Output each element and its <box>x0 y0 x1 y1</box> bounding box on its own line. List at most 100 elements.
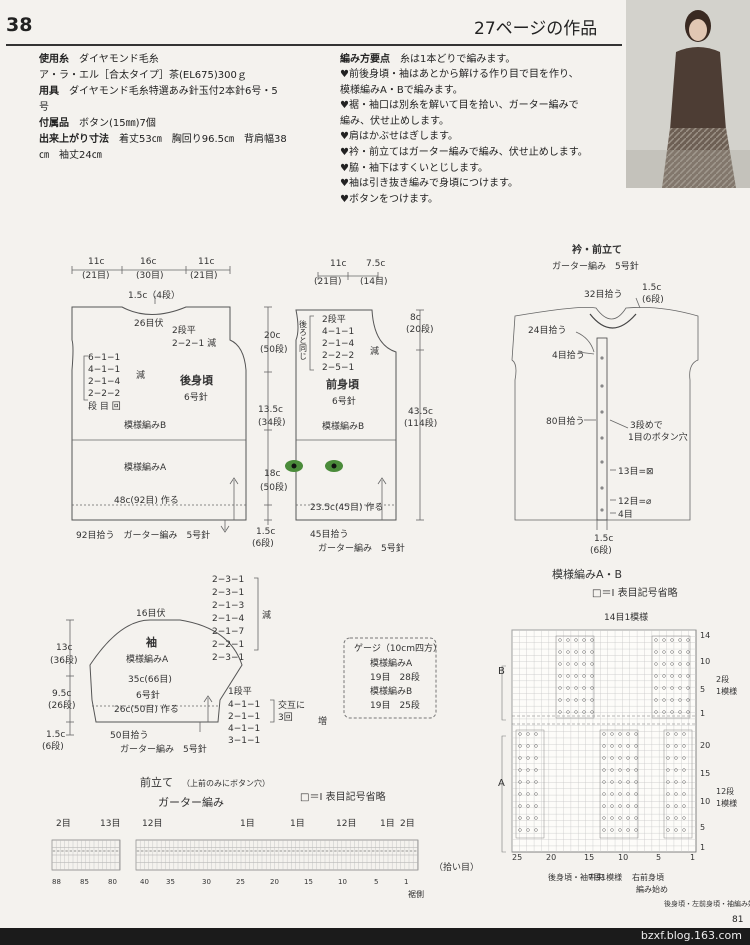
tools-detail: ダイヤモンド毛糸特選あみ針玉付2本針6号・5 <box>69 86 278 97</box>
ab-yo-mark <box>666 732 670 736</box>
front-band-num: 80 <box>108 878 117 886</box>
ab-yo-mark <box>670 662 674 666</box>
back-arm-row: 2−1−4 <box>88 377 121 387</box>
ab-yo-mark <box>582 686 586 690</box>
notions-detail: ボタン(15㎜)7個 <box>79 118 156 129</box>
collar-pick24: 24目拾う <box>528 324 566 336</box>
notions-line: 付属品 ボタン(15㎜)7個 <box>39 116 156 132</box>
pattern-chart-col-num: 5 <box>656 853 661 862</box>
front-band-r2-b: 2目 <box>400 818 415 829</box>
ab-yo-mark <box>582 638 586 642</box>
ab-yo-mark <box>670 650 674 654</box>
pattern-chart-row-num: 10 <box>700 797 710 806</box>
ab-yo-mark <box>674 816 678 820</box>
ab-yo-mark <box>558 638 562 642</box>
ab-yo-mark <box>654 662 658 666</box>
sleeve-inc-note2: 3回 <box>278 712 293 723</box>
ab-yo-mark <box>666 792 670 796</box>
front-h15r: (6段) <box>252 537 274 549</box>
ab-yo-mark <box>654 650 658 654</box>
pattern-chart-row-num: 20 <box>700 741 710 750</box>
ab-yo-mark <box>682 756 686 760</box>
size-detail-cont: ㎝ 袖丈24㎝ <box>39 150 102 161</box>
ab-yo-mark <box>582 698 586 702</box>
front-band-subtitle: ガーター編み <box>158 795 224 809</box>
back-pattern-a: 模様編みA <box>124 461 167 473</box>
sleeve-inc-note1: 交互に <box>278 699 305 711</box>
ab-yo-mark <box>518 744 522 748</box>
back-title: 後身頃 <box>180 373 214 387</box>
front-band-legend: □＝Ⅰ 表目記号省略 <box>300 790 386 803</box>
pattern-number: 38 <box>6 14 33 36</box>
ab-yo-mark <box>518 804 522 808</box>
front-neck-dec: 減 <box>370 345 379 357</box>
ab-yo-mark <box>566 662 570 666</box>
front-top-14: (14目) <box>360 276 387 287</box>
ab-yo-mark <box>582 674 586 678</box>
front-band-r12-b: 12目 <box>336 818 356 829</box>
pattern-chart-row-num: 10 <box>700 657 710 666</box>
ab-yo-mark <box>626 780 630 784</box>
sleeve-cap-row: 2−3−1 <box>212 588 244 598</box>
ab-yo-mark <box>534 816 538 820</box>
back-top-30: (30目) <box>136 270 163 281</box>
tools-label: 用具 <box>39 86 59 97</box>
ab-yo-mark <box>518 732 522 736</box>
ab-yo-mark <box>634 804 638 808</box>
ab-yo-mark <box>602 792 606 796</box>
front-band-num: 40 <box>140 878 149 886</box>
pattern-chart-right-front: 右前身頃 <box>632 872 664 882</box>
ab-yo-mark <box>574 650 578 654</box>
ab-brace <box>501 665 506 721</box>
instructions-steps: ♥前後身頃・袖はあとから解ける作り目で目を作り、 模様編みA・Bで編みます。 ♥… <box>340 67 588 207</box>
ab-yo-mark <box>682 828 686 832</box>
ab-cable-b <box>555 635 595 719</box>
front-top-21: (21目) <box>314 276 341 287</box>
sleeve-pattern-a: 模様編みA <box>126 653 169 665</box>
collar-button2: 1目のボタン穴 <box>628 431 688 443</box>
pattern-chart-col-num: 1 <box>690 853 695 862</box>
front-band-r2: 2目 <box>56 818 71 829</box>
collar-b13: 13目=⊠ <box>618 466 654 477</box>
collar-pick32: 32目拾う <box>584 288 622 300</box>
front-pickup2: ガーター編み 5号針 <box>318 542 405 554</box>
ab-yo-mark <box>566 686 570 690</box>
front-neck-row: 2−2−2 <box>322 351 354 361</box>
ab-yo-mark <box>686 698 690 702</box>
front-band-r1-a: 1目 <box>240 818 255 829</box>
ab-yo-mark <box>626 828 630 832</box>
front-cast-on: 23.5c(45目) 作る <box>310 501 383 513</box>
ab-yo-mark <box>618 828 622 832</box>
ab-yo-mark <box>558 686 562 690</box>
ab-yo-mark <box>602 744 606 748</box>
ab-cable-a <box>599 729 639 839</box>
back-arm-dec: 減 <box>136 369 145 381</box>
gauge-a-label: 模様編みA <box>370 657 413 669</box>
ab-yo-mark <box>558 710 562 714</box>
pattern-chart-row-num: 14 <box>700 631 710 640</box>
sleeve-bind16: 16目伏 <box>136 607 165 619</box>
ab-yo-mark <box>566 710 570 714</box>
ab-yo-mark <box>518 792 522 796</box>
gauge-b-value: 19目 25段 <box>370 699 420 711</box>
instruction-step: ♥裾・袖口は別糸を解いて目を拾い、ガーター編みで <box>340 100 579 112</box>
back-pickup: 92目拾う ガーター編み 5号針 <box>76 529 210 541</box>
ab-yo-mark <box>590 650 594 654</box>
ab-frame <box>511 629 697 853</box>
ab-yo-mark <box>634 816 638 820</box>
instruction-step: ♥脇・袖下はすくいとじします。 <box>340 162 488 174</box>
footer-bar: bzxf.blog.163.com <box>0 928 750 945</box>
ab-yo-mark <box>634 756 638 760</box>
front-body-diagram: 11c (21目) 7.5c (14目) 後ろと同じ 2段平 4−1−1 2−1… <box>252 259 437 554</box>
ab-yo-mark <box>526 816 530 820</box>
ab-yo-mark <box>678 674 682 678</box>
pattern-chart-rep-b1: 2段 <box>716 674 729 684</box>
source-page-title: 27ページの作品 <box>474 19 598 39</box>
ab-yo-mark <box>618 732 622 736</box>
front-band-num: 10 <box>338 878 347 886</box>
ab-yo-mark <box>534 756 538 760</box>
tools-detail-cont: 号 <box>39 102 49 113</box>
ab-yo-mark <box>682 780 686 784</box>
collar-diagram: 衿・前立て ガーター編み 5号針 32目拾う 1.5c (6段) 24目拾う 4… <box>511 243 699 556</box>
front-neck-row: 4−1−1 <box>322 327 354 337</box>
